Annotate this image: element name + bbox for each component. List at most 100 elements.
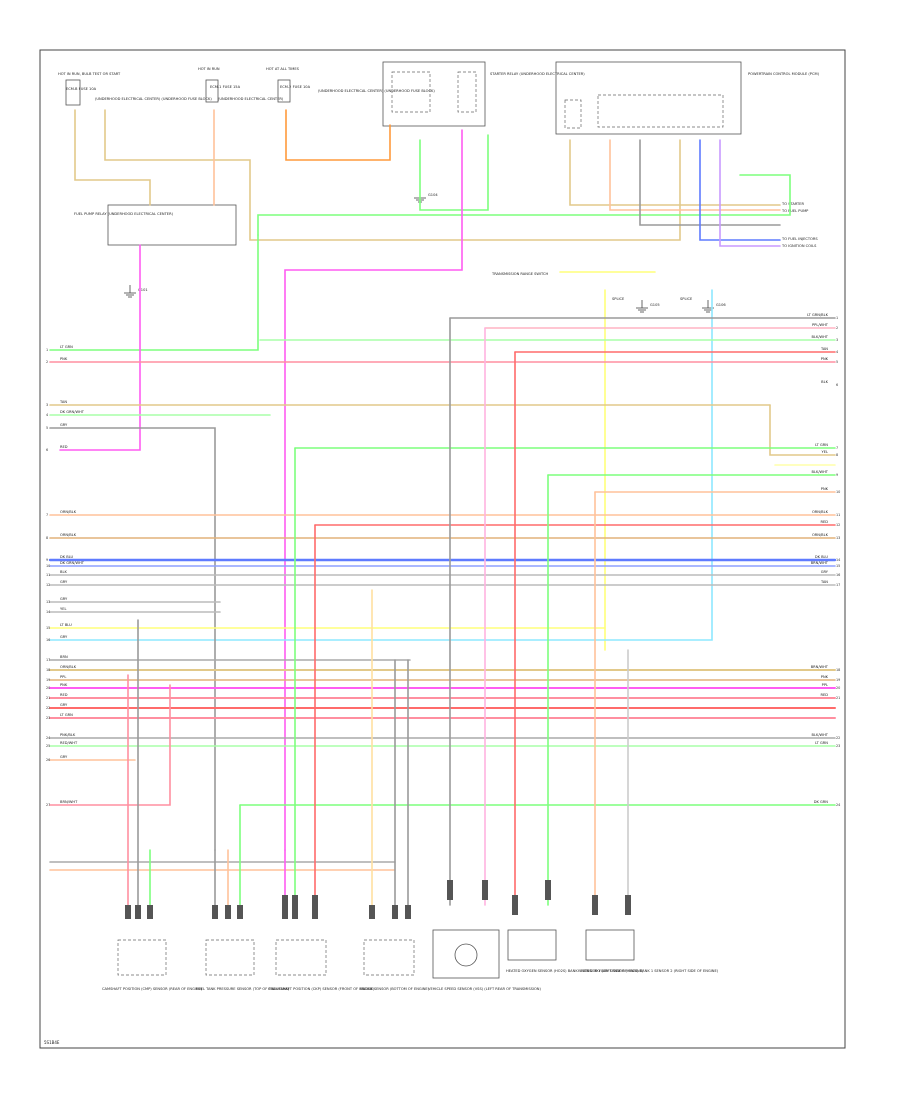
left-pin-number: 10 [46, 564, 50, 568]
right-wire-label: DK BLU [815, 555, 829, 559]
wire-blue-right [699, 139, 781, 241]
component-3-body [275, 939, 327, 976]
top-power-sources: HOT IN RUN, BULB TEST OR START ECM-B FUS… [58, 67, 435, 106]
left-wire-label: RED [60, 693, 68, 697]
right-wire-label: BLK/WHT [812, 733, 829, 737]
left-wire-label: GRY [60, 597, 68, 601]
wire-gray-right [639, 139, 781, 226]
left-wire-label: BRN/WHT [60, 800, 78, 804]
right-wire-label: PNK [821, 675, 829, 679]
right-wire-label: BLK/WHT [812, 335, 829, 339]
left-pin-number: 13 [46, 600, 50, 604]
wire-green-pcm [257, 174, 791, 236]
left-wire-label: GRY [60, 755, 68, 759]
right-wire-label: BLK/WHT [812, 470, 829, 474]
source-3-note: (UNDERHOOD ELECTRICAL CENTER) (UNDERHOOD… [318, 89, 435, 93]
left-wire-label: GRY [60, 703, 68, 707]
left-wire-label: DK GRN/WHT [60, 561, 85, 565]
right-wire-label: DK GRN [814, 800, 829, 804]
left-wire-label: PNK [60, 683, 68, 687]
left-pin-number: 24 [46, 736, 50, 740]
left-wire-label: TAN [59, 400, 67, 404]
left-pin-number: 4 [46, 413, 48, 417]
right-wire-label: PNK [821, 357, 829, 361]
left-wire-label: PNK [60, 357, 68, 361]
ref-splice-1: SPLICE [612, 297, 625, 301]
left-pin-number: 25 [46, 744, 50, 748]
left-pin-number: 9 [46, 558, 48, 562]
left-wire-label: ORN/BLK [60, 510, 77, 514]
pcm-label: POWERTRAIN CONTROL MODULE (PCM) [748, 72, 820, 76]
ref-injectors: TO FUEL INJECTORS [781, 237, 818, 241]
component-4-body [363, 939, 415, 976]
component-6-body [507, 929, 557, 961]
svg-text:G101: G101 [138, 288, 148, 292]
right-wire-label: LT GRN [815, 443, 828, 447]
left-wire-label: PNK/BLK [60, 733, 76, 737]
left-wire-label: ORN/BLK [60, 665, 77, 669]
wire-magenta-relay [59, 244, 141, 451]
right-pin-number: 19 [836, 678, 840, 682]
ground-symbol-3: G105 [636, 300, 660, 313]
wire-magenta-main [284, 129, 463, 851]
figure-id: 5S1B4E [44, 1040, 60, 1045]
right-pin-number: 17 [836, 583, 840, 587]
right-pin-number: 10 [836, 490, 840, 494]
left-pin-number: 17 [46, 658, 50, 662]
ref-fuel-pump: TO FUEL PUMP [781, 209, 809, 213]
grounds: G104 G101 G105 G106 [124, 190, 726, 313]
right-pin-number: 16 [836, 573, 840, 577]
right-wire-label: BRN/WHT [811, 665, 829, 669]
wire-green-relay [49, 234, 259, 351]
left-pin-number: 19 [46, 678, 50, 682]
wire-h-gray-2 [49, 427, 216, 851]
right-wire-label: LT GRN [815, 741, 828, 745]
left-pin-number: 16 [46, 638, 50, 642]
left-wire-label: LT GRN [60, 345, 73, 349]
right-wire-label: RED [820, 520, 828, 524]
ref-trs: TRANSMISSION RANGE SWITCH [491, 272, 549, 276]
right-pin-number: 12 [836, 523, 840, 527]
left-pin-number: 11 [46, 573, 50, 577]
left-wire-label: LT BLU [60, 623, 72, 627]
left-wire-label: GRY [60, 635, 68, 639]
right-wire-label: PPL/WHT [812, 323, 829, 327]
component-connectors [125, 880, 631, 919]
left-pin-number: 27 [46, 803, 50, 807]
right-pin-number: 23 [836, 744, 840, 748]
left-pin-number: 12 [46, 583, 50, 587]
left-wire-label: GRY [60, 423, 68, 427]
right-pin-number: 6 [836, 383, 838, 387]
source-3-label: HOT AT ALL TIMES [266, 67, 300, 71]
component-2-label: FUEL TANK PRESSURE SENSOR (TOP OF FUEL T… [196, 987, 290, 991]
component-bodies [117, 929, 635, 979]
wire-tan-top [74, 109, 151, 206]
ground-symbol-4: G106 [702, 300, 726, 313]
diagram-frame [39, 49, 846, 1049]
left-wire-label: BRN [60, 655, 68, 659]
right-pin-number: 7 [836, 446, 838, 450]
left-pin-number: 8 [46, 536, 48, 540]
left-wire-label: GRY [60, 580, 68, 584]
right-reference-labels: TO STARTER TO FUEL PUMP TO FUEL INJECTOR… [491, 202, 818, 301]
ground-symbol-1: G104 [414, 190, 438, 203]
wire-h-pink-5 [49, 684, 171, 806]
wire-purple-right [719, 139, 781, 247]
svg-text:G106: G106 [716, 303, 726, 307]
source-2-note: (UNDERHOOD ELECTRICAL CENTER) [218, 97, 284, 101]
right-pin-number: 11 [836, 513, 840, 517]
right-pin-number: 1 [836, 316, 838, 320]
left-wire-label: LT GRN [60, 713, 73, 717]
svg-text:G104: G104 [428, 193, 438, 197]
left-pin-number: 21 [46, 696, 50, 700]
left-pin-number: 6 [46, 448, 48, 452]
source-1-fuse-box [65, 79, 81, 106]
right-wire-label: BLK [821, 380, 828, 384]
right-pin-number: 5 [836, 360, 838, 364]
right-pin-number: 20 [836, 686, 840, 690]
right-pin-number: 24 [836, 803, 840, 807]
right-wire-label: RED [820, 693, 828, 697]
left-pin-number: 20 [46, 686, 50, 690]
source-3-fuse-box [277, 79, 291, 103]
